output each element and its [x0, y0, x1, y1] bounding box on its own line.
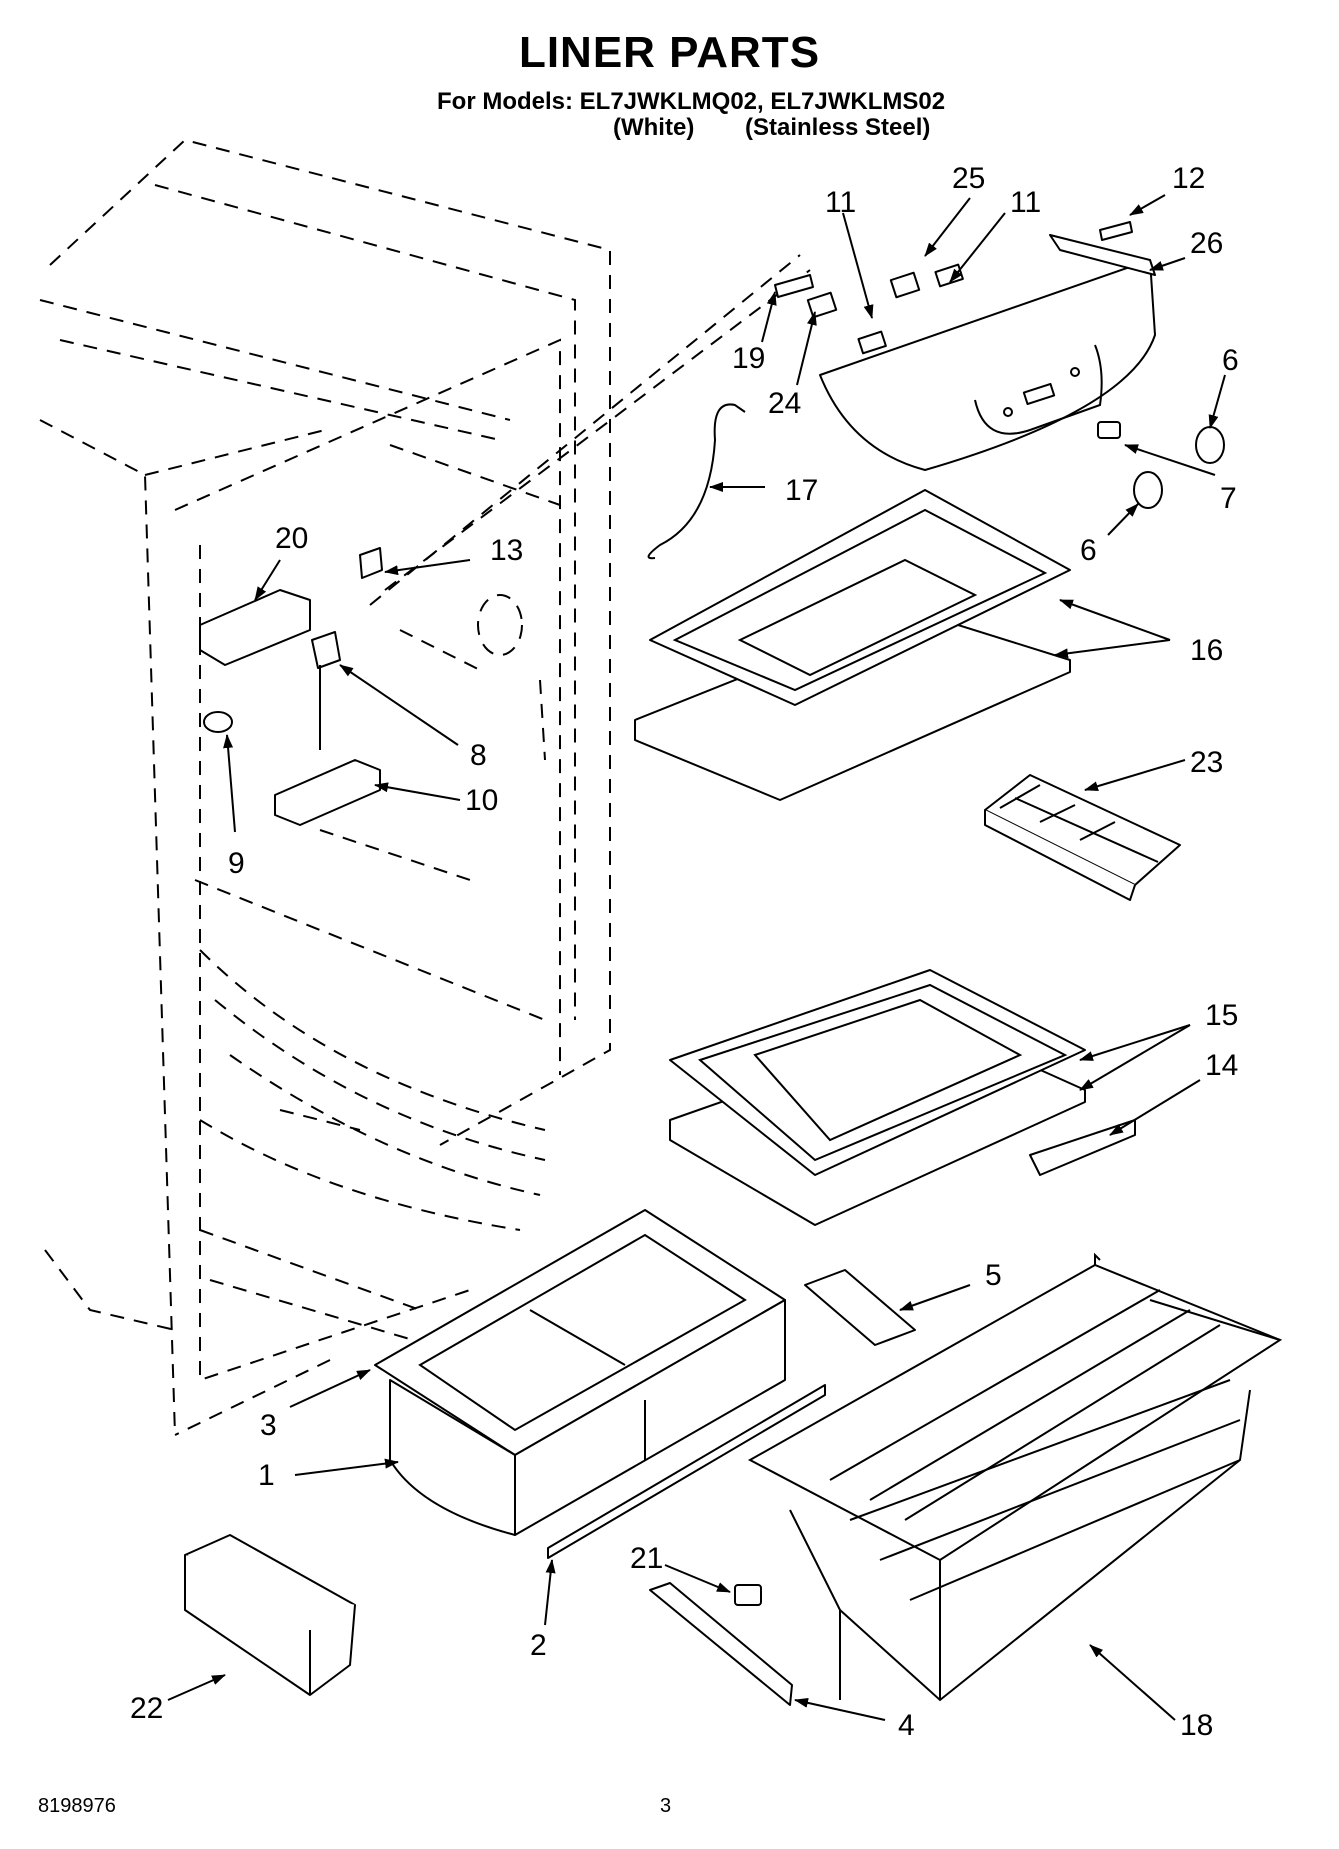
control-housing-26 [819, 234, 1156, 471]
callout-14: 14 [1205, 1049, 1238, 1082]
variant-stainless: (Stainless Steel) [745, 114, 931, 141]
ice-tray-23 [984, 774, 1181, 901]
callout-labels: 11 25 11 12 26 19 24 6 7 6 17 16 23 20 1… [130, 162, 1239, 1742]
leader-lines [167, 194, 1226, 1721]
callout-23: 23 [1190, 746, 1223, 779]
callout-11: 11 [1010, 186, 1041, 219]
callout-15: 15 [1205, 999, 1238, 1032]
doc-number: 8198976 [38, 1795, 116, 1817]
knobs-and-indicator [1097, 421, 1225, 509]
shelves-16 [634, 489, 1071, 801]
page-title: LINER PARTS [518, 28, 821, 77]
shelves-15 [669, 969, 1086, 1226]
callout-25: 25 [952, 162, 985, 195]
light-assembly [199, 547, 383, 826]
wire-basket-18 [747, 1252, 1283, 1702]
callout-6: 6 [1222, 344, 1239, 377]
callout-4: 4 [898, 1709, 915, 1742]
callout-6: 6 [1080, 534, 1097, 567]
callout-10: 10 [465, 784, 498, 817]
callout-11: 11 [825, 186, 856, 219]
callout-12: 12 [1172, 162, 1205, 195]
callout-3: 3 [260, 1409, 277, 1442]
callout-22: 22 [130, 1692, 163, 1725]
clip-21 [734, 1584, 762, 1606]
models-line: For Models: EL7JWKLMQ02, EL7JWKLMS02 [437, 88, 946, 115]
callout-16: 16 [1190, 634, 1223, 667]
track-4 [649, 1582, 793, 1706]
callout-13: 13 [490, 534, 523, 567]
callout-7: 7 [1220, 482, 1237, 515]
callout-5: 5 [985, 1259, 1002, 1292]
crisper-pan-1-3 [374, 1209, 786, 1536]
callout-2: 2 [530, 1629, 547, 1662]
callout-26: 26 [1190, 227, 1223, 260]
callout-24: 24 [768, 387, 801, 420]
wire-17 [647, 403, 746, 560]
callout-19: 19 [732, 342, 765, 375]
callout-18: 18 [1180, 1709, 1213, 1742]
door-bin-22 [184, 1534, 356, 1696]
callout-21: 21 [630, 1542, 663, 1575]
callout-8: 8 [470, 739, 487, 772]
callout-1: 1 [258, 1459, 275, 1492]
rail-2 [547, 1384, 826, 1559]
callout-9: 9 [228, 847, 245, 880]
bracket-14 [1029, 1119, 1136, 1176]
callout-20: 20 [275, 522, 308, 555]
liner-cabinet-outline [39, 138, 811, 1436]
callout-17: 17 [785, 474, 818, 507]
channel-5 [804, 1269, 916, 1346]
page-number: 3 [660, 1795, 672, 1817]
variant-white: (White) [613, 114, 695, 141]
